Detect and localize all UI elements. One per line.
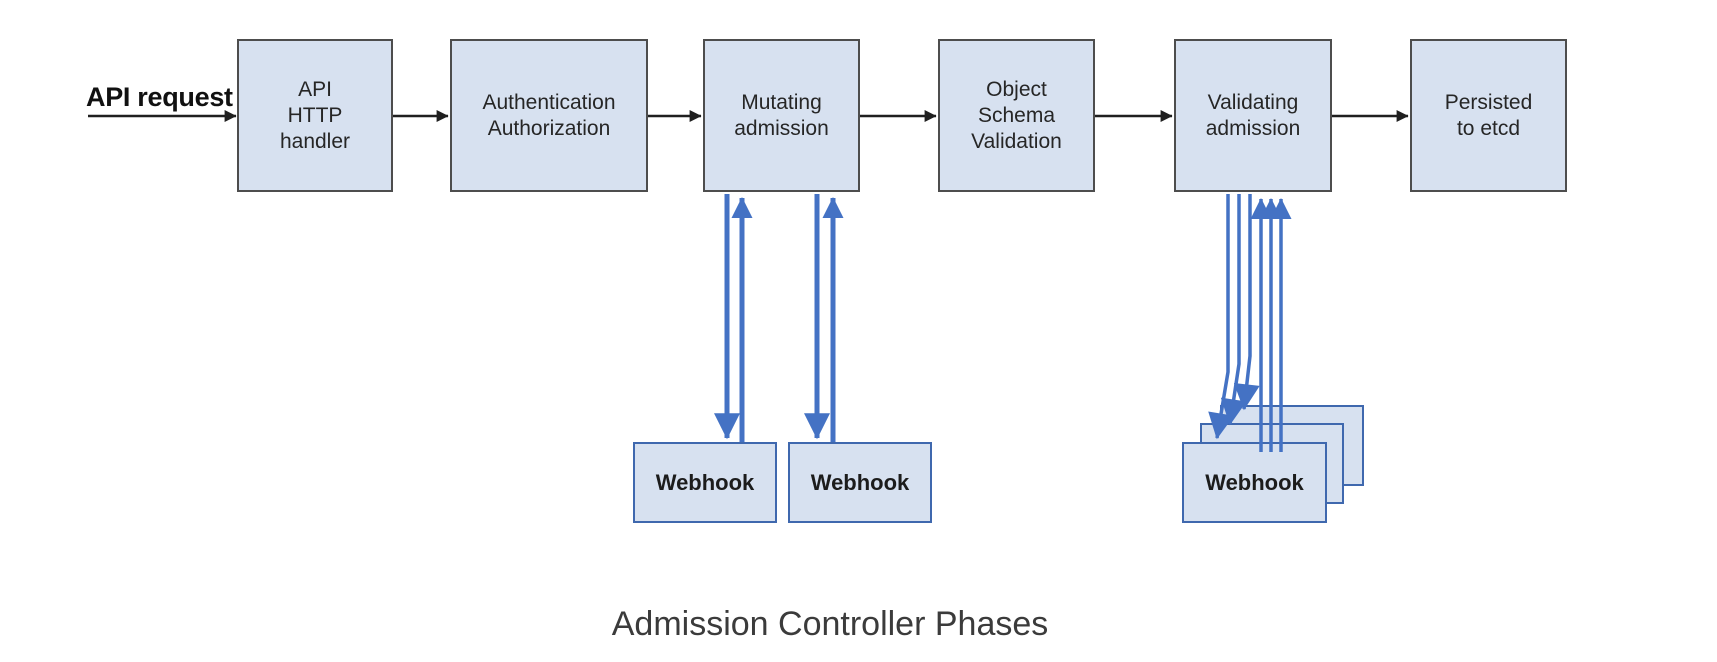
stage-api-http-handler: API HTTP handler (237, 39, 393, 192)
stage-label: API HTTP handler (279, 77, 351, 153)
webhook-box-mutating-2: Webhook (788, 442, 932, 523)
stage-persisted-to-etcd: Persisted to etcd (1410, 39, 1567, 192)
arrow-validating-down-3 (1233, 194, 1260, 411)
stage-object-schema-validation: Object Schema Validation (938, 39, 1095, 192)
stage-authentication-authorization: Authentication Authorization (450, 39, 648, 192)
stage-label: Persisted to etcd (1444, 90, 1533, 140)
arrow-validating-down-1 (1208, 194, 1234, 440)
stage-label: Mutating admission (734, 90, 829, 140)
diagram-caption: Admission Controller Phases (611, 605, 1049, 643)
stage-mutating-admission: Mutating admission (703, 39, 860, 192)
webhook-label: Webhook (810, 469, 910, 495)
api-request-label: API request (86, 82, 233, 112)
webhook-label: Webhook (1205, 469, 1304, 495)
stage-label: Validating admission (1205, 90, 1301, 140)
webhook-box-mutating-1: Webhook (633, 442, 777, 523)
stage-label: Object Schema Validation (971, 77, 1062, 153)
webhook-label: Webhook (655, 469, 755, 495)
arrow-validating-down-2 (1220, 194, 1247, 426)
stage-label: Authentication Authorization (482, 90, 616, 140)
webhook-box-validating-front: Webhook (1182, 442, 1327, 523)
mutating-webhook-arrows (714, 194, 844, 442)
stage-validating-admission: Validating admission (1174, 39, 1332, 192)
